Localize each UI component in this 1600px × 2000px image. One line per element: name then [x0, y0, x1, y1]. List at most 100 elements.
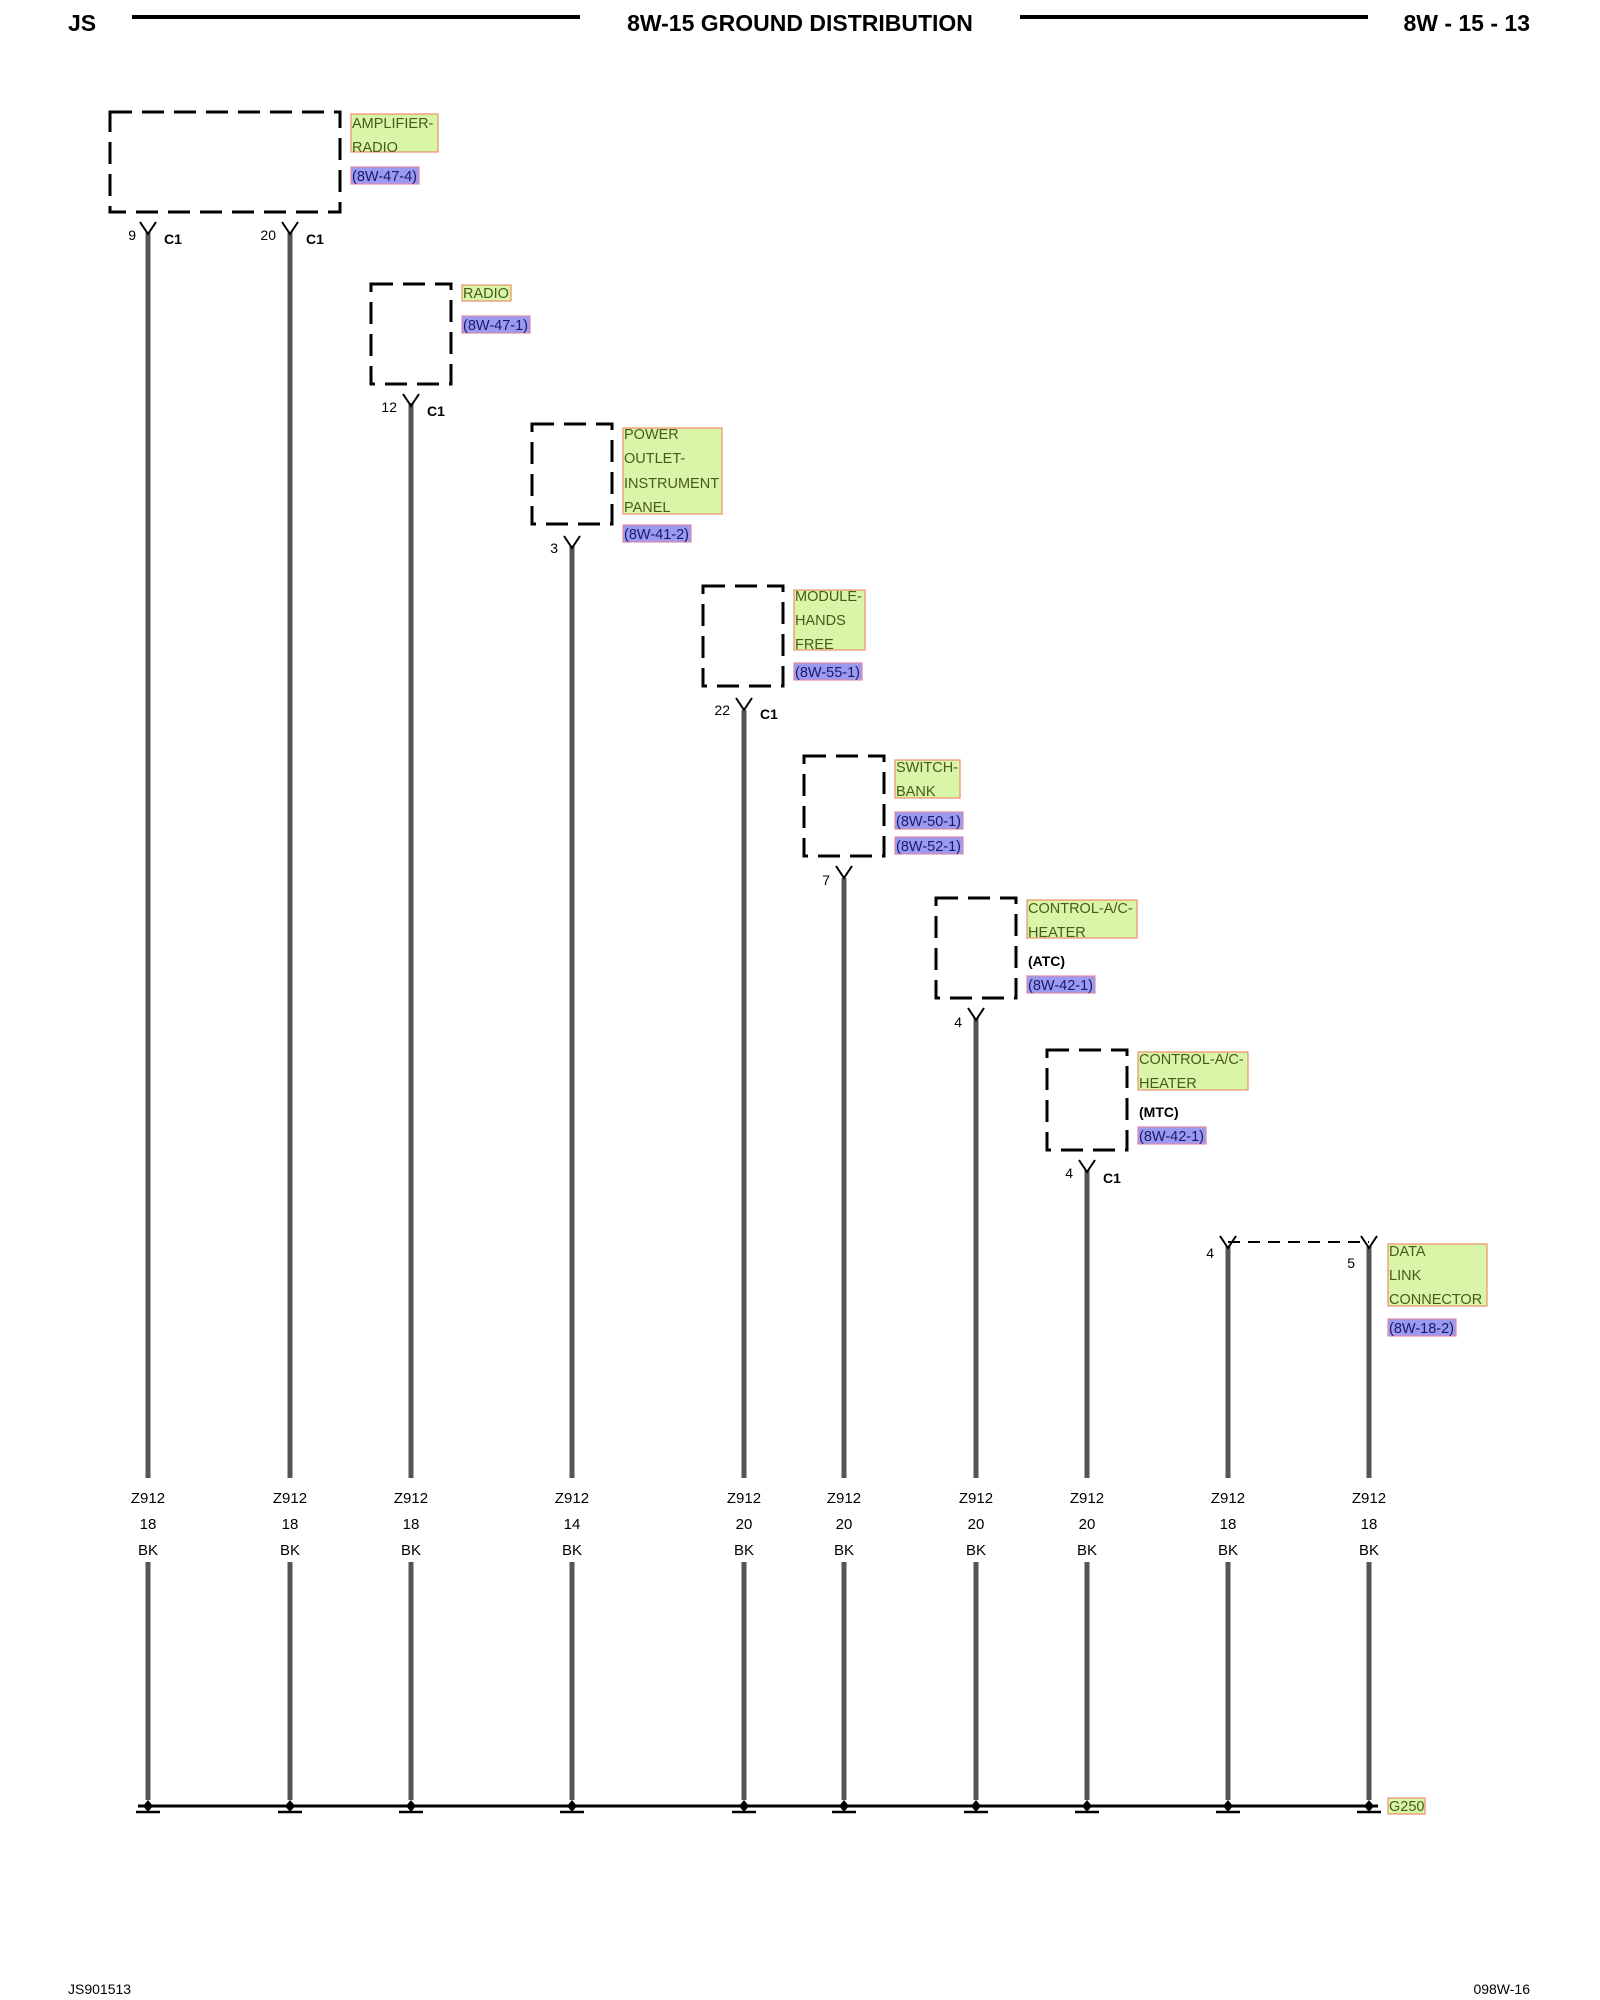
splice-dot — [143, 1800, 153, 1812]
component-name-line: AMPLIFIER- — [352, 116, 434, 132]
wire-color: BK — [1359, 1542, 1379, 1559]
reference-box — [793, 662, 863, 681]
wire-circuit: Z912 — [273, 1490, 307, 1507]
splice-dot — [739, 1800, 749, 1812]
pin-fork-9 — [1219, 1235, 1237, 1250]
reference-link[interactable]: (8W-47-1) — [463, 318, 528, 334]
pin-number: 4 — [1206, 1245, 1214, 1261]
header-vehicle-code: JS — [68, 10, 96, 36]
reference-link[interactable]: (8W-52-1) — [896, 839, 961, 855]
reference-box — [1387, 1318, 1457, 1337]
pin-fork-1 — [139, 221, 157, 236]
component-name-line: BANK — [896, 784, 936, 800]
splice-dot — [406, 1800, 416, 1812]
wire-circuit: Z912 — [1070, 1490, 1104, 1507]
wire-circuit: Z912 — [959, 1490, 993, 1507]
component-qualifier: (MTC) — [1139, 1104, 1179, 1120]
splice-dot — [1223, 1800, 1233, 1812]
component-box-control-atc — [934, 896, 1018, 1000]
connector-id: C1 — [1103, 1170, 1121, 1186]
component-boxes — [108, 110, 1129, 1152]
splice-dot — [567, 1800, 577, 1812]
wires — [145, 232, 1372, 1800]
wire-color: BK — [138, 1542, 158, 1559]
component-qualifier: (ATC) — [1028, 953, 1065, 969]
pin-fork-4 — [563, 535, 581, 550]
reference-link[interactable]: (8W-47-4) — [352, 169, 417, 185]
reference-link[interactable]: (8W-41-2) — [624, 527, 689, 543]
component-labels: AMPLIFIER- RADIO (8W-47-4) RADIO (8W-47-… — [350, 113, 1488, 1337]
component-name-line: PANEL — [624, 500, 670, 516]
reference-box — [894, 811, 964, 830]
pin-number: 22 — [714, 702, 730, 718]
ground-label: G250 — [1389, 1799, 1424, 1815]
wire-gauge: 20 — [968, 1516, 985, 1533]
reference-box — [350, 166, 420, 185]
wire-circuit: Z912 — [1211, 1490, 1245, 1507]
pin-fork-8 — [1078, 1159, 1096, 1174]
component-box-amplifier-radio — [108, 110, 342, 214]
wire-color: BK — [734, 1542, 754, 1559]
reference-link[interactable]: (8W-42-1) — [1028, 978, 1093, 994]
component-name-line: SWITCH- — [896, 760, 958, 776]
reference-box — [894, 836, 964, 855]
pin-forks — [139, 221, 1378, 1250]
wire-color: BK — [1218, 1542, 1238, 1559]
component-name-line: HEATER — [1139, 1076, 1197, 1092]
reference-link[interactable]: (8W-18-2) — [1389, 1321, 1454, 1337]
component-name-line: CONTROL-A/C- — [1028, 901, 1133, 917]
component-name-line: DATA — [1389, 1244, 1426, 1260]
pin-fork-10 — [1360, 1235, 1378, 1250]
splice-dot — [839, 1800, 849, 1812]
component-name-line: HEATER — [1028, 925, 1086, 941]
wire-color: BK — [401, 1542, 421, 1559]
wire-color: BK — [280, 1542, 300, 1559]
pin-number: 20 — [260, 227, 276, 243]
pin-number: 4 — [954, 1014, 962, 1030]
component-name-box — [350, 113, 439, 153]
ground-bus: G250 — [136, 1797, 1426, 1815]
splice-dots — [143, 1800, 1374, 1812]
pin-number: 12 — [381, 399, 397, 415]
reference-link[interactable]: (8W-42-1) — [1139, 1129, 1204, 1145]
wire-circuit: Z912 — [394, 1490, 428, 1507]
component-name-line: FREE — [795, 637, 834, 653]
component-name-line: POWER — [624, 427, 679, 443]
wire-circuit: Z912 — [727, 1490, 761, 1507]
reference-box — [461, 315, 531, 334]
wire-gauge: 14 — [564, 1516, 581, 1533]
component-name-line: CONNECTOR — [1389, 1292, 1482, 1308]
connector-id: C1 — [164, 231, 182, 247]
pin-number: 5 — [1347, 1255, 1355, 1271]
page-number: 8W - 15 - 13 — [1403, 10, 1530, 36]
component-name-line: OUTLET- — [624, 451, 685, 467]
connector-id: C1 — [427, 403, 445, 419]
component-name-box — [1387, 1243, 1488, 1307]
component-name-line: HANDS — [795, 613, 846, 629]
wire-circuit: Z912 — [555, 1490, 589, 1507]
wire-color: BK — [834, 1542, 854, 1559]
page-footer: JS901513 098W-16 — [68, 1981, 1530, 1997]
component-box-module-hands-free — [701, 584, 785, 688]
reference-box — [622, 524, 692, 543]
wire-color: BK — [1077, 1542, 1097, 1559]
reference-link[interactable]: (8W-50-1) — [896, 814, 961, 830]
pin-labels: 9 C1 20 C1 12 C1 3 22 C1 7 4 4 C1 4 5 — [128, 227, 1355, 1271]
pin-fork-6 — [835, 865, 853, 880]
component-name-line: LINK — [1389, 1268, 1422, 1284]
component-name-line: RADIO — [352, 140, 398, 156]
wire-circuit: Z912 — [827, 1490, 861, 1507]
component-box-control-mtc — [1045, 1048, 1129, 1152]
pin-number: 9 — [128, 227, 136, 243]
reference-box — [1137, 1126, 1207, 1145]
pin-fork-2 — [281, 221, 299, 236]
reference-link[interactable]: (8W-55-1) — [795, 665, 860, 681]
component-name-box — [894, 759, 961, 799]
wire-gauge: 18 — [140, 1516, 157, 1533]
component-name-box — [1026, 899, 1138, 939]
wire-gauge: 18 — [403, 1516, 420, 1533]
connector-id: C1 — [306, 231, 324, 247]
pin-number: 4 — [1065, 1165, 1073, 1181]
ground-label-box — [1387, 1797, 1426, 1815]
wire-circuit: Z912 — [1352, 1490, 1386, 1507]
